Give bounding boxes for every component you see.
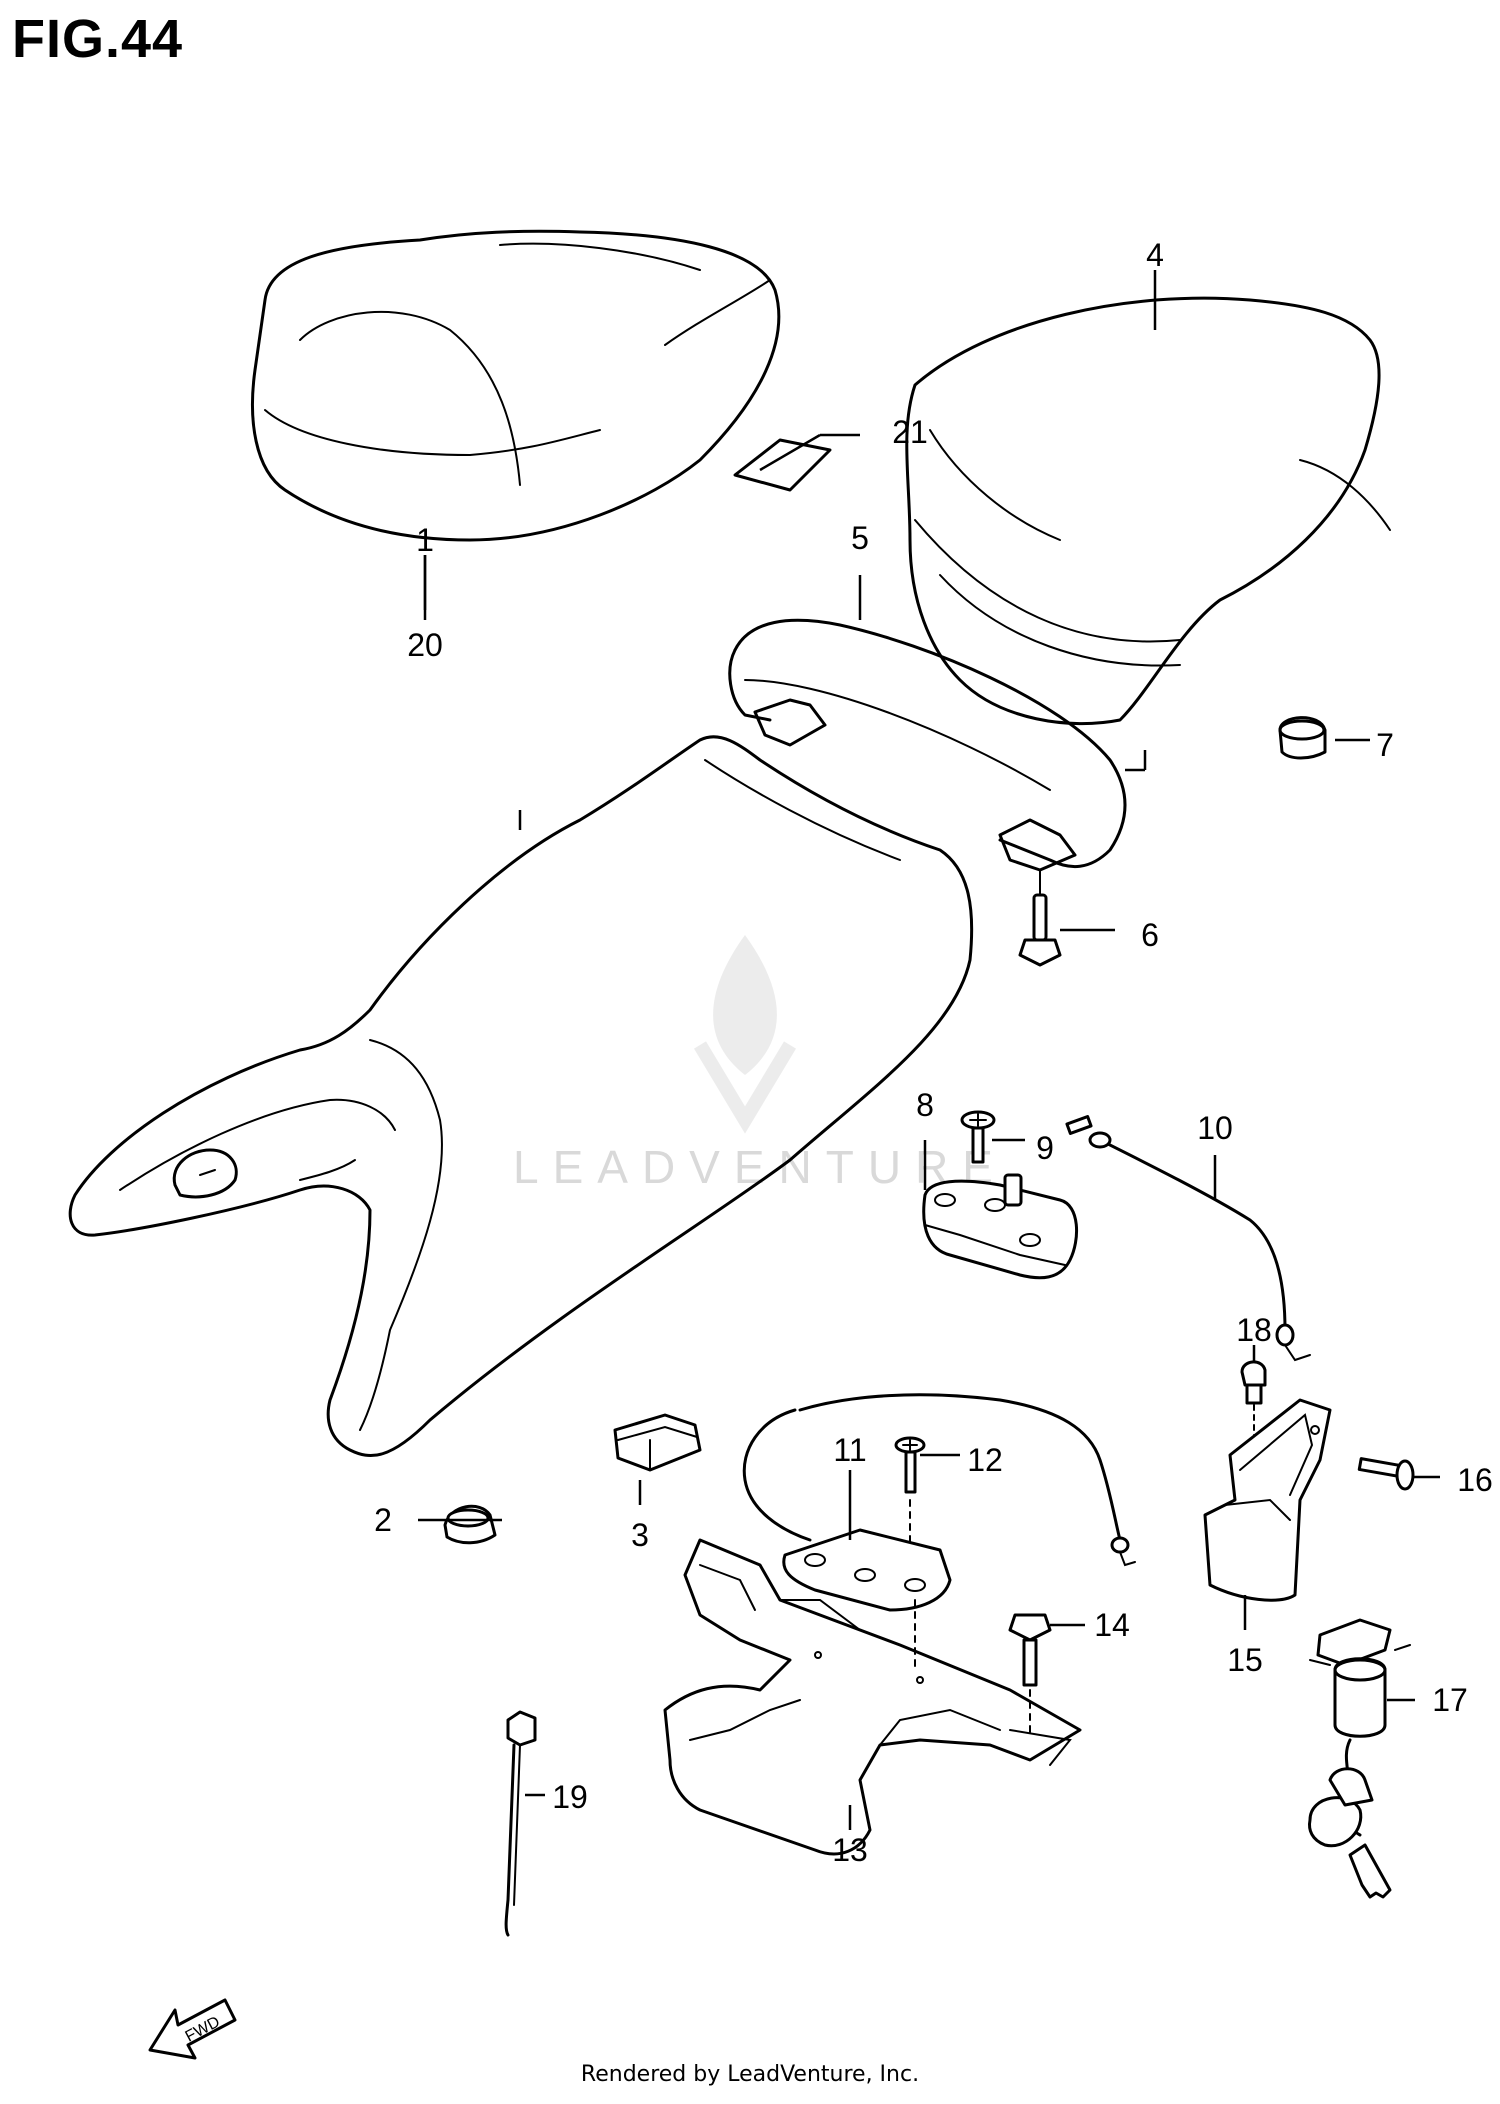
part-21-label xyxy=(733,438,832,492)
callout-20[interactable]: 20 xyxy=(407,627,443,663)
leader-lines xyxy=(418,270,1440,1830)
fwd-arrow-icon xyxy=(148,1998,237,2060)
callout-18[interactable]: 18 xyxy=(1236,1312,1272,1348)
callout-13[interactable]: 13 xyxy=(832,1832,868,1868)
callout-6[interactable]: 6 xyxy=(1141,917,1159,953)
part-20-rear-seat xyxy=(251,229,781,542)
part-4-seat-cowl xyxy=(905,296,1391,726)
part-10-cable xyxy=(1065,1115,1311,1362)
part-13-tray xyxy=(663,1538,1082,1856)
part-9-screw xyxy=(960,1110,996,1164)
figure-title: FIG.44 xyxy=(12,9,184,69)
callout-9[interactable]: 9 xyxy=(1036,1130,1054,1166)
callout-1[interactable]: 1 xyxy=(416,522,434,558)
callout-5[interactable]: 5 xyxy=(851,520,869,556)
part-2-cushion xyxy=(443,1504,497,1545)
callout-7[interactable]: 7 xyxy=(1376,727,1394,763)
part-17-seat-lock xyxy=(1308,1618,1411,1899)
callout-15[interactable]: 15 xyxy=(1227,1642,1263,1678)
callout-19[interactable]: 19 xyxy=(552,1779,588,1815)
part-3-damper xyxy=(613,1413,702,1472)
part-1-front-seat xyxy=(68,735,974,1457)
callout-14[interactable]: 14 xyxy=(1094,1607,1130,1643)
callout-21[interactable]: 21 xyxy=(892,414,928,450)
part-18-pin xyxy=(1240,1360,1267,1441)
watermark-logo xyxy=(693,935,797,1134)
part-11-cable-assembly xyxy=(742,1393,1136,1612)
part-14-bolt xyxy=(1008,1613,1052,1736)
part-8-lock-bracket xyxy=(922,1173,1079,1280)
callout-4[interactable]: 4 xyxy=(1146,237,1164,273)
callout-16[interactable]: 16 xyxy=(1457,1462,1493,1498)
part-5-grab-handle xyxy=(728,618,1127,872)
part-12-screw xyxy=(894,1436,926,1546)
callout-2[interactable]: 2 xyxy=(374,1502,392,1538)
part-7-grommet xyxy=(1278,716,1327,760)
watermark-text: LEADVENTURE xyxy=(513,1141,1007,1193)
part-6-bolt xyxy=(1018,869,1062,967)
part-16-screw xyxy=(1357,1457,1415,1491)
callout-11[interactable]: 11 xyxy=(833,1432,867,1468)
callout-12[interactable]: 12 xyxy=(967,1442,1003,1478)
callout-8[interactable]: 8 xyxy=(916,1087,934,1123)
footer-credit: Rendered by LeadVenture, Inc. xyxy=(580,2062,920,2087)
part-15-lock-mount xyxy=(1203,1398,1332,1602)
callout-17[interactable]: 17 xyxy=(1432,1682,1468,1718)
callout-10[interactable]: 10 xyxy=(1197,1110,1233,1146)
part-19-cable-tie xyxy=(504,1710,537,1937)
callout-3[interactable]: 3 xyxy=(631,1517,649,1553)
